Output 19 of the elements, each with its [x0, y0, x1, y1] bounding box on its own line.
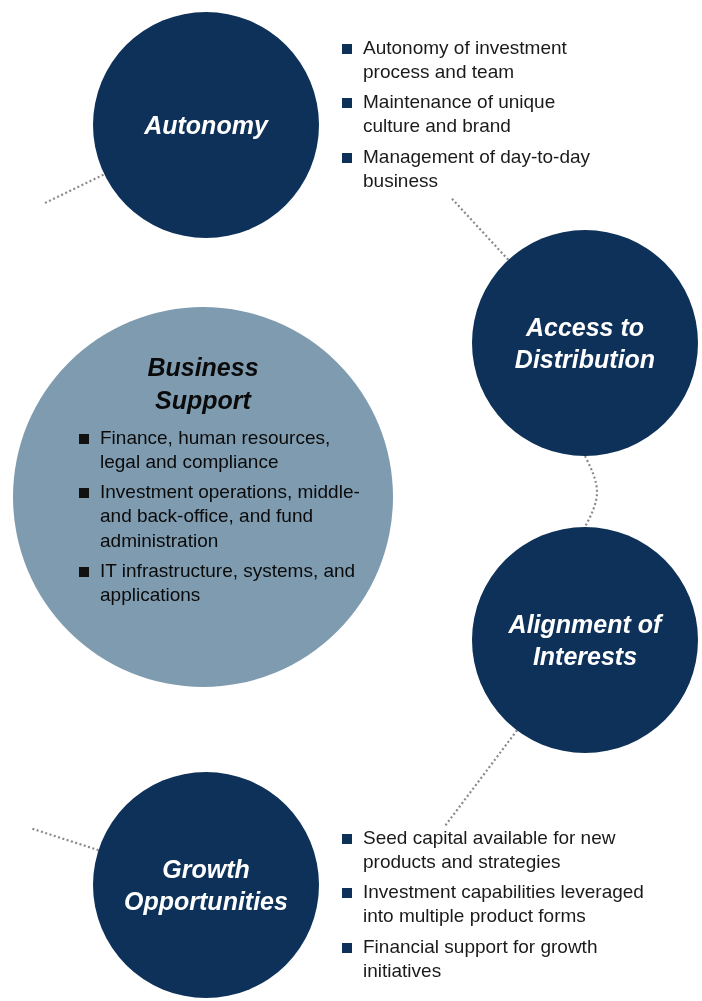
bullet-item: Autonomy of investment process and team: [340, 36, 610, 85]
circle-title: Alignment of Interests: [507, 608, 665, 672]
dotted-connector: [444, 729, 518, 827]
bullet-item: Investment operations, middle- and back-office, and fund administration: [77, 480, 369, 553]
dotted-connector: [451, 198, 510, 261]
bullet-item: Finance, human resources, legal and compliance: [77, 426, 369, 475]
circle-title: Business Support: [146, 352, 260, 416]
bullet-item: Investment capabilities leveraged into multiple product forms: [340, 880, 670, 929]
circle-title: Autonomy: [143, 109, 270, 141]
bullet-item: Seed capital available for new products and strategies: [340, 826, 670, 875]
bullet-item: Financial support for growth initiatives: [340, 934, 670, 983]
circle-title: Growth Opportunities: [123, 853, 289, 917]
circle-title: Access to Distribution: [513, 311, 657, 375]
dotted-connector: [44, 173, 105, 204]
bullet-item: Management of day-to-day business: [340, 144, 610, 193]
bullet-item: IT infrastructure, systems, and applications: [77, 558, 369, 607]
dotted-connector: [29, 826, 99, 852]
bullet-item: Maintenance of unique culture and brand: [340, 90, 610, 139]
dotted-connector: [584, 455, 599, 528]
